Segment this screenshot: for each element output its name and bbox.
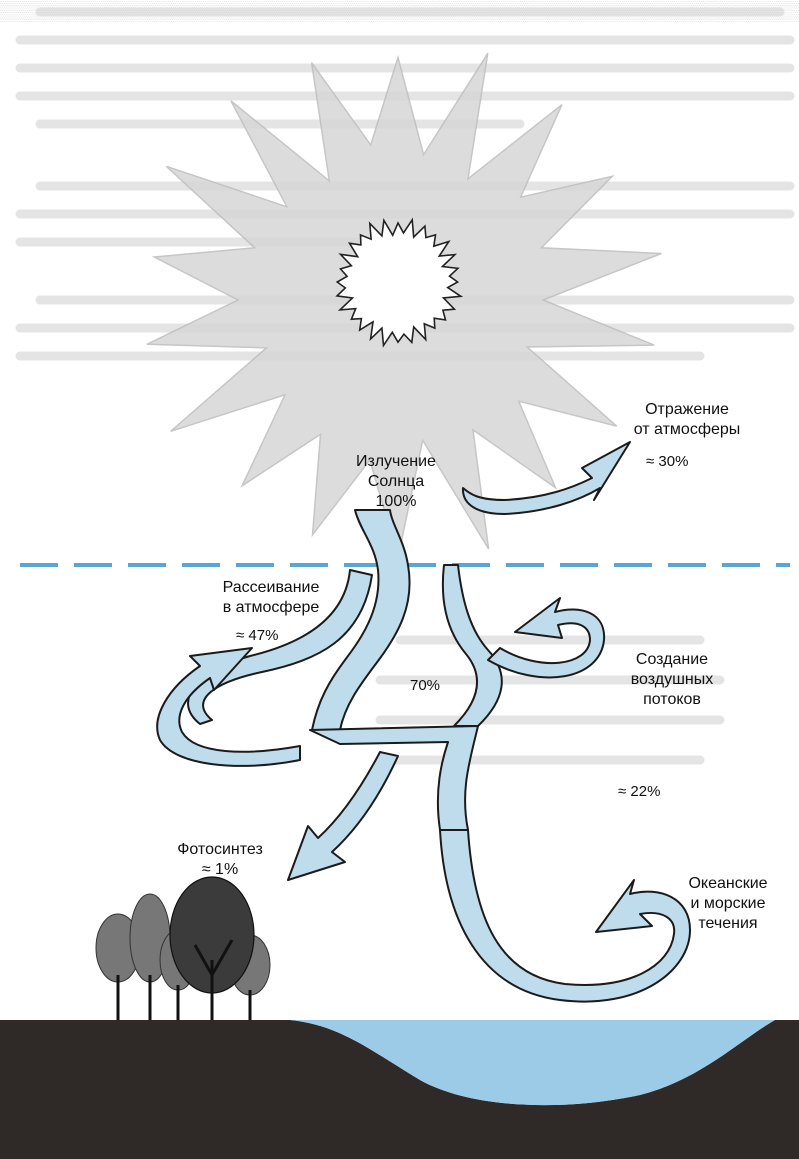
ocean-label-line2: и морские <box>690 895 766 912</box>
air-flows-arrow <box>487 597 606 679</box>
trees-illustration <box>95 876 271 1020</box>
photosynthesis-label-line1: Фотосинтез <box>177 841 263 858</box>
reflection-label-line1: Отражение <box>645 401 729 418</box>
scattering-value: ≈ 47% <box>236 627 279 644</box>
reflection-arrow <box>461 441 631 515</box>
water-body <box>290 1020 775 1106</box>
sun-label: Излучение Солнца 100% <box>336 452 456 512</box>
air-flows-label-line1: Создание <box>635 651 709 668</box>
air-flows-label-line2: воздушных <box>630 671 714 688</box>
air-flows-label-line3: потоков <box>643 691 701 708</box>
ocean-label-line1: Океанские <box>688 875 768 892</box>
reflection-label-line2: от атмосферы <box>633 421 741 438</box>
sun-label-line1: Излучение <box>356 453 436 470</box>
ground <box>0 1020 799 1159</box>
absorbed-value: 70% <box>410 677 441 694</box>
photosynthesis-arrow <box>287 751 399 881</box>
air-flows-value: ≈ 22% <box>618 783 661 800</box>
scattering-label-line2: в атмосфере <box>222 599 320 616</box>
ocean-currents-arrow <box>439 829 691 1003</box>
scattering-arrow-lower <box>156 647 301 767</box>
air-flows-label: Создание воздушных потоков <box>612 650 732 710</box>
scattering-label-line1: Рассеивание <box>222 579 320 596</box>
central-stem <box>309 725 479 831</box>
ocean-label-line3: течения <box>698 915 758 932</box>
sun-label-line2: Солнца <box>367 473 425 490</box>
sun-value: 100% <box>375 493 417 510</box>
scattering-arrow <box>187 569 373 725</box>
scattering-label: Рассеивание в атмосфере <box>196 578 346 618</box>
ocean-label: Океанские и морские течения <box>668 874 788 934</box>
photosynthesis-label: Фотосинтез ≈ 1% <box>150 840 290 880</box>
reflection-value: ≈ 30% <box>646 453 689 470</box>
reflection-label: Отражение от атмосферы <box>592 400 782 440</box>
right-trunk <box>441 564 503 727</box>
sun-icon <box>335 217 464 348</box>
photosynthesis-value: ≈ 1% <box>201 861 239 878</box>
energy-flow-arrows <box>156 441 691 1003</box>
